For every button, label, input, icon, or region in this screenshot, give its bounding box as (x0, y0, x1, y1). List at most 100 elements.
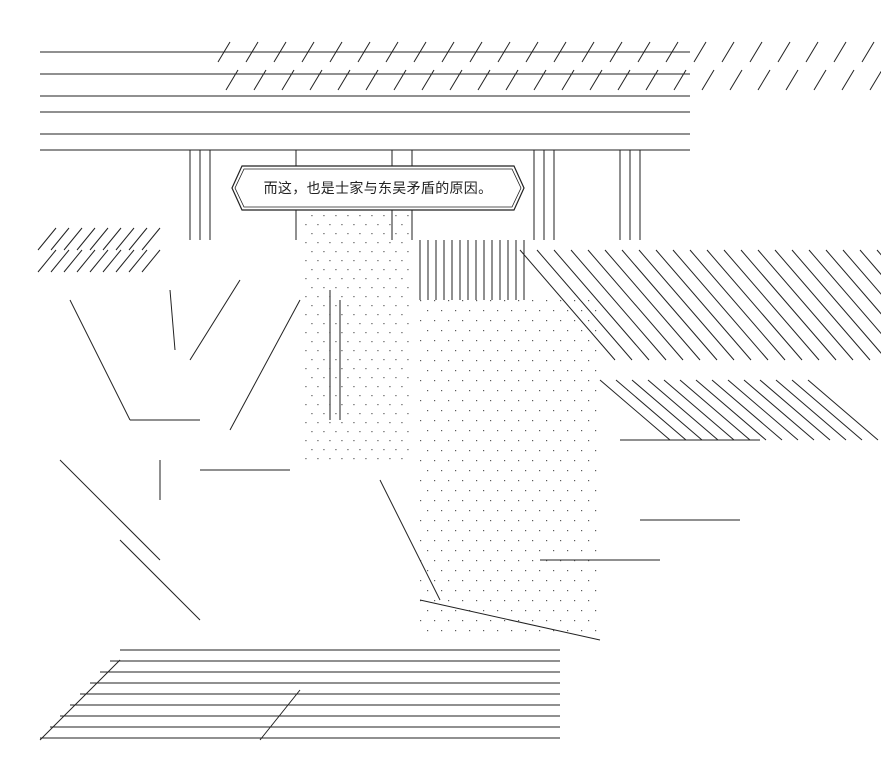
stipple-dot (525, 410, 527, 412)
stipple-dot (407, 215, 409, 217)
stipple-dot (420, 360, 422, 362)
stipple-dot (434, 340, 436, 342)
stipple-dot (401, 314, 403, 316)
rain-streak (869, 70, 881, 91)
stipple-dot (539, 550, 541, 552)
stipple-dot (395, 323, 397, 325)
stipple-dot (546, 560, 548, 562)
stipple-dot (490, 320, 492, 322)
stipple-dot (525, 590, 527, 592)
stipple-dot (359, 251, 361, 253)
stipple-dot (504, 340, 506, 342)
stipple-dot (407, 341, 409, 343)
stipple-dot (427, 630, 429, 632)
stipple-dot (407, 449, 409, 451)
stipple-dot (347, 323, 349, 325)
stipple-dot (511, 450, 513, 452)
stipple-dot (335, 431, 337, 433)
stipple-dot (525, 550, 527, 552)
stipple-dot (323, 341, 325, 343)
stipple-dot (420, 460, 422, 462)
stipple-dot (595, 550, 597, 552)
stipple-dot (546, 380, 548, 382)
stipple-dot (588, 420, 590, 422)
caption-text: 而这，也是士家与东吴矛盾的原因。 (263, 181, 493, 197)
stipple-dot (574, 560, 576, 562)
stipple-dot (518, 460, 520, 462)
stipple-dot (469, 490, 471, 492)
speech-caption-box: 而这，也是士家与东吴矛盾的原因。 (230, 164, 526, 212)
stipple-dot (574, 540, 576, 542)
stipple-dot (574, 300, 576, 302)
stipple-dot (574, 480, 576, 482)
stipple-dot (518, 400, 520, 402)
stipple-dot (462, 420, 464, 422)
stipple-dot (427, 450, 429, 452)
stipple-dot (574, 380, 576, 382)
stipple-dot (441, 390, 443, 392)
stipple-dot (553, 550, 555, 552)
stipple-dot (359, 269, 361, 271)
stipple-dot (476, 400, 478, 402)
rain-streak (281, 69, 295, 91)
stipple-dot (341, 404, 343, 406)
stipple-dot (483, 590, 485, 592)
stipple-dot (383, 233, 385, 235)
stipple-dot (434, 400, 436, 402)
stipple-dot (311, 233, 313, 235)
stipple-dot (377, 278, 379, 280)
stipple-dot (504, 300, 506, 302)
stipple-dot (441, 430, 443, 432)
stipple-dot (546, 480, 548, 482)
stipple-dot (595, 630, 597, 632)
stipple-dot (476, 460, 478, 462)
stipple-dot (341, 458, 343, 460)
stipple-dot (504, 580, 506, 582)
stipple-dot (490, 540, 492, 542)
stipple-dot (518, 600, 520, 602)
stipple-dot (483, 370, 485, 372)
stipple-dot (371, 269, 373, 271)
stipple-dot (389, 386, 391, 388)
stipple-dot (525, 310, 527, 312)
stipple-dot (455, 470, 457, 472)
stipple-dot (476, 500, 478, 502)
stipple-dot (420, 380, 422, 382)
stipple-dot (323, 395, 325, 397)
stipple-dot (420, 580, 422, 582)
stipple-dot (588, 440, 590, 442)
hatch-line (141, 227, 161, 251)
stipple-dot (407, 431, 409, 433)
stipple-dot (427, 350, 429, 352)
stipple-dot (588, 400, 590, 402)
stipple-dot (311, 287, 313, 289)
stipple-dot (335, 233, 337, 235)
stipple-dot (546, 580, 548, 582)
stipple-dot (483, 550, 485, 552)
stipple-dot (420, 400, 422, 402)
figure-stroke (189, 279, 241, 361)
stipple-dot (581, 310, 583, 312)
rain-streak (309, 69, 323, 91)
stipple-dot (581, 350, 583, 352)
stipple-dot (539, 410, 541, 412)
stipple-dot (441, 350, 443, 352)
stipple-dot (497, 510, 499, 512)
stipple-dot (525, 490, 527, 492)
stipple-dot (567, 410, 569, 412)
roof-slat (536, 249, 633, 361)
stipple-dot (504, 360, 506, 362)
stipple-dot (383, 215, 385, 217)
stipple-dot (341, 440, 343, 442)
stipple-dot (525, 510, 527, 512)
rain-streak (673, 69, 687, 91)
stipple-dot (511, 490, 513, 492)
hatch-line (89, 227, 109, 251)
stipple-dot (441, 450, 443, 452)
stipple-dot (553, 410, 555, 412)
stipple-dot (305, 260, 307, 262)
stipple-dot (581, 410, 583, 412)
rain-streak (589, 69, 603, 91)
stipple-dot (483, 630, 485, 632)
stipple-dot (497, 390, 499, 392)
